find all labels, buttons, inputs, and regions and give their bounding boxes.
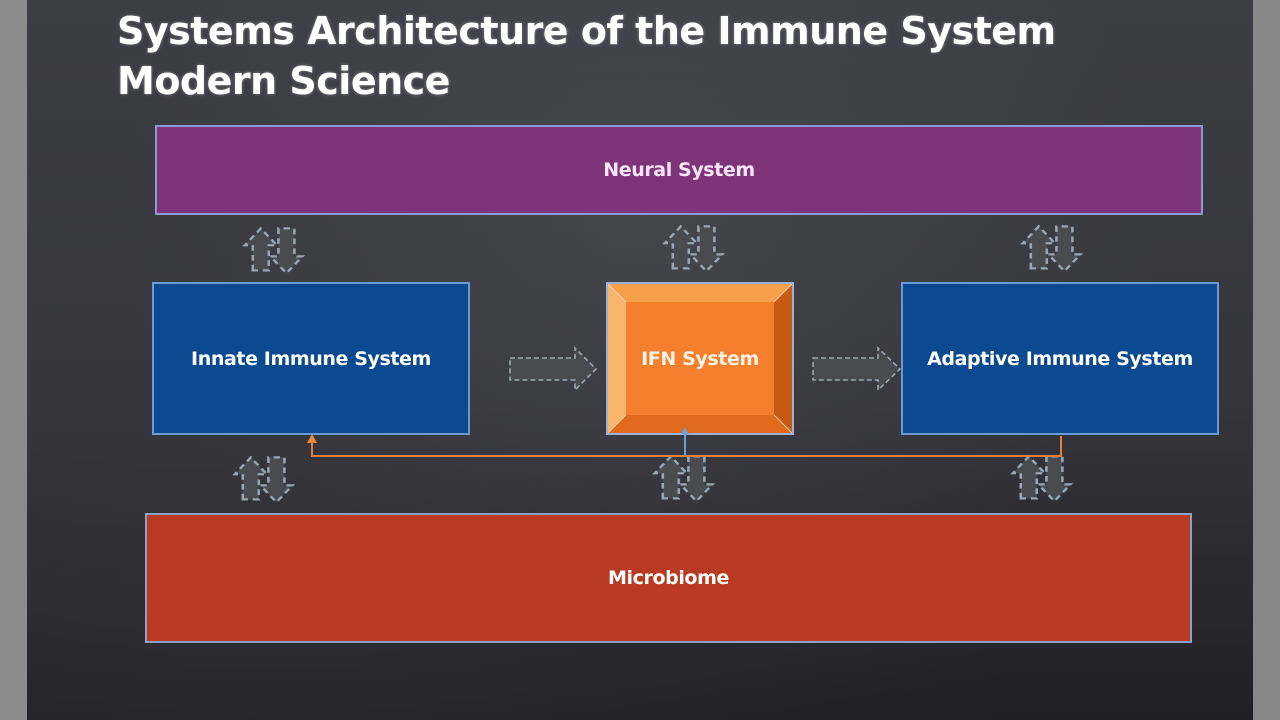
ifn-arrowhead-icon [681,427,689,434]
ifn-microbiome-double-arrow-icon [653,455,714,503]
innate-immune-system-box: Innate Immune System [152,282,470,435]
ifn-system-box: IFN System [606,282,794,435]
innate-immune-system-label: Innate Immune System [191,347,431,370]
innate-microbiome-double-arrow-icon [233,456,294,504]
slide-title: Systems Architecture of the Immune Syste… [117,6,1056,106]
neural-adaptive-double-arrow-icon [1021,225,1082,273]
microbiome-label: Microbiome [608,567,729,589]
microbiome-box: Microbiome [145,513,1192,643]
left-letterbox [0,0,27,720]
ifn-to-adaptive-arrow-icon [812,346,902,392]
adaptive-immune-system-box: Adaptive Immune System [901,282,1219,435]
neural-system-label: Neural System [603,159,755,181]
feedback-arrowhead-icon [307,434,317,443]
adaptive-immune-system-label: Adaptive Immune System [927,347,1193,370]
title-line-1: Systems Architecture of the Immune Syste… [117,9,1056,53]
neural-system-box: Neural System [155,125,1203,215]
ifn-system-label: IFN System [641,347,759,370]
right-letterbox [1253,0,1280,720]
ifn-bevel [608,284,792,433]
neural-ifn-double-arrow-icon [663,225,724,273]
neural-innate-double-arrow-icon [243,227,304,275]
adaptive-microbiome-double-arrow-icon [1011,455,1072,503]
title-line-2: Modern Science [117,59,450,103]
adaptive-to-innate-feedback-line [311,436,1062,457]
innate-to-ifn-arrow-icon [509,346,598,392]
